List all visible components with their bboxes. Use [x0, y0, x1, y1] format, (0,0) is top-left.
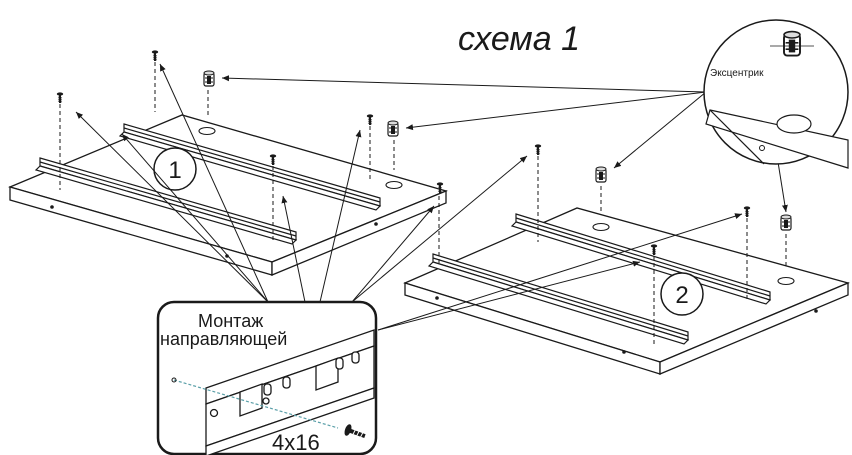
panel-1-cam-holes	[198, 126, 403, 190]
detail-screw-icon	[344, 424, 366, 439]
panel-1-badge-label: 1	[168, 157, 181, 184]
eccentric-cam-icon	[783, 30, 801, 57]
cam-arrows	[221, 75, 796, 213]
rail-profile-drawing	[205, 329, 375, 455]
panel-2-rail-right	[510, 213, 772, 305]
rail-detail-title-line2: направляющей	[160, 329, 287, 349]
rail-detail-arrows	[75, 63, 743, 331]
panel-2	[403, 207, 850, 375]
screw-path-line	[173, 379, 339, 429]
panel-2-badge: 2	[660, 272, 704, 316]
panel-1-rail-left	[34, 157, 298, 245]
screw-icon	[55, 91, 65, 104]
screw-size-label: 4x16	[272, 430, 320, 455]
screw-icon	[150, 49, 160, 62]
eccentric-callout: Эксцентрик	[703, 19, 849, 169]
cam-lock-icon	[780, 214, 792, 231]
cam-lock-icon	[387, 120, 399, 137]
rail-detail-box: Монтаж направляющей 4x16	[156, 300, 378, 455]
panel-2-rail-left	[427, 253, 690, 345]
panel-1-badge: 1	[153, 147, 197, 191]
rail-detail-title-line1: Монтаж	[198, 311, 263, 331]
diagram-title: схема 1	[458, 20, 580, 58]
cam-lock-icon	[203, 70, 215, 87]
panel-2-cam-holes	[592, 222, 795, 286]
panel-2-badge-label: 2	[675, 282, 688, 309]
eccentric-label: Эксцентрик	[710, 68, 764, 79]
screw-icon	[742, 205, 752, 218]
screw-guides	[59, 62, 787, 346]
panel-1	[8, 114, 448, 276]
screw-icon	[533, 143, 543, 156]
cam-lock-icon	[595, 166, 607, 183]
screw-icon	[365, 113, 375, 126]
